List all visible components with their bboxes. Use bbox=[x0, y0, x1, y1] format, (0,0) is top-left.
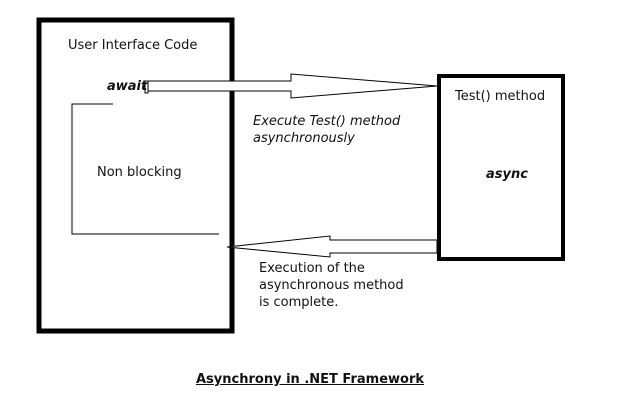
non-blocking-label: Non blocking bbox=[97, 165, 182, 180]
forward-arrow-label-line1: Execute Test() method bbox=[253, 114, 401, 129]
diagram-caption: Asynchrony in .NET Framework bbox=[196, 372, 425, 387]
method-box-title: Test() method bbox=[455, 89, 546, 104]
ui-code-box bbox=[36, 17, 235, 334]
ui-box-title: User Interface Code bbox=[68, 38, 198, 53]
return-arrow bbox=[226, 235, 438, 258]
forward-arrow-label-line2: asynchronously bbox=[253, 131, 355, 146]
non-blocking-bracket bbox=[71, 103, 219, 235]
return-arrow-label-line1: Execution of the bbox=[259, 261, 365, 276]
forward-arrow bbox=[147, 73, 438, 99]
method-box bbox=[437, 74, 565, 261]
return-arrow-label-line3: is complete. bbox=[259, 295, 339, 310]
return-arrow-label-line2: asynchronous method bbox=[259, 278, 404, 293]
await-keyword: await bbox=[107, 79, 148, 94]
async-keyword: async bbox=[486, 167, 528, 182]
